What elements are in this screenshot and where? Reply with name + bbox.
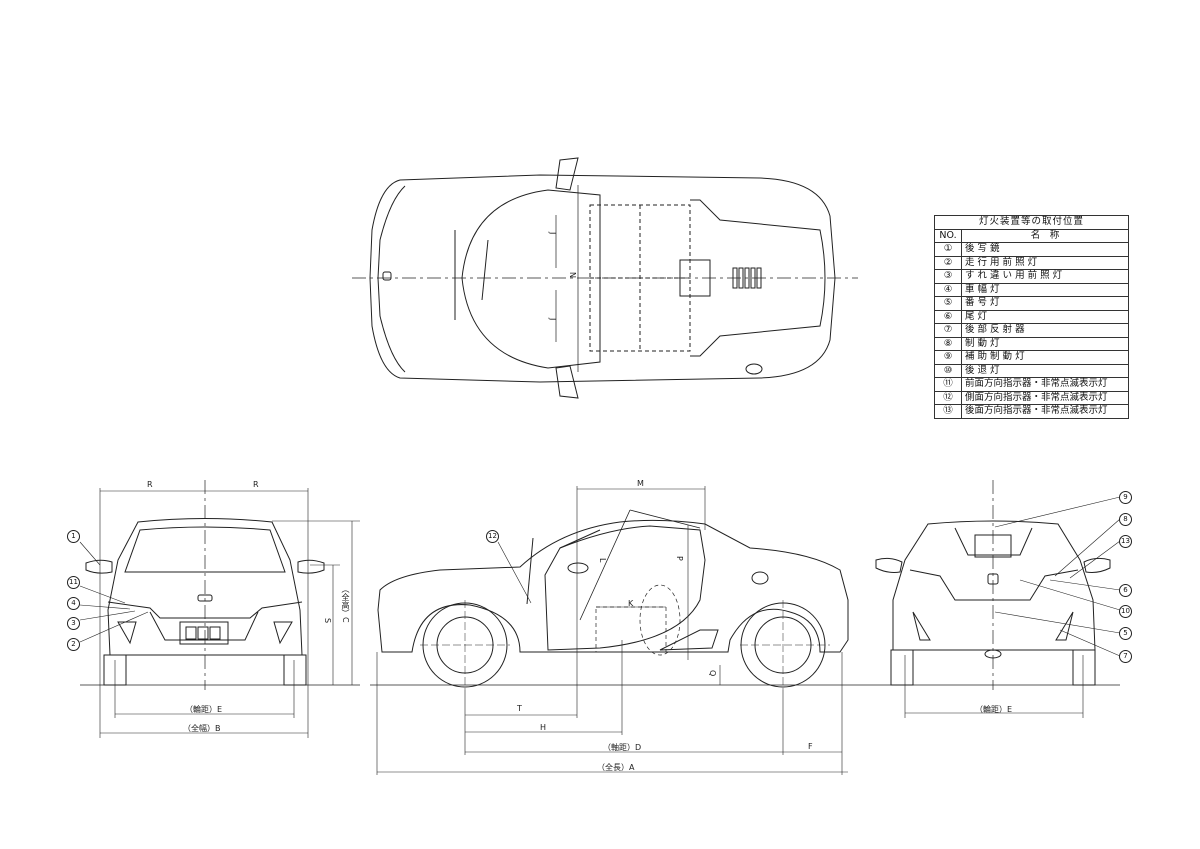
dim-label-overall-width: （全幅）B [183,724,221,733]
legend-row-name: す れ 違 い 用 前 照 灯 [961,269,1129,284]
dim-label-overall-length: （全長）A [597,763,635,772]
dim-label-r-left: R [147,480,153,489]
rear-view-dims [904,496,1121,718]
dim-label-r-right: R [253,480,259,489]
legend-row-no: ⑬ [934,404,962,419]
callout-3-low-beam: 3 [67,617,80,630]
legend-row-name: 尾 灯 [961,309,1129,324]
legend-row-no: ③ [934,269,962,284]
dim-label-q: Q [708,670,717,677]
dim-label-k: K [628,599,634,608]
callout-6-tail-lamp: 6 [1119,584,1132,597]
legend-row-name: 前面方向指示器・非常点滅表示灯 [961,377,1129,392]
legend-row-name: 走 行 用 前 照 灯 [961,255,1129,270]
legend-title: 灯火装置等の取付位置 [934,215,1129,230]
legend-row-no: ⑥ [934,309,962,324]
legend-row-no: ⑧ [934,336,962,351]
callout-4-clearance-lamp: 4 [67,597,80,610]
legend-row-no: ② [934,255,962,270]
dim-label-j-upper: J [548,232,557,235]
callout-8-stop-lamp: 8 [1119,513,1132,526]
front-view-car [80,480,360,690]
callout-9-high-mount-stop-lamp: 9 [1119,491,1132,504]
dim-label-n: N [568,272,577,278]
dim-label-wheelbase: （軸距）D [603,743,642,752]
dim-label-p: P [675,556,684,561]
callout-2-high-beam: 2 [67,638,80,651]
legend-row-name: 後面方向指示器・非常点滅表示灯 [961,404,1129,419]
legend-col-name: 名 称 [961,228,1129,243]
legend-row-name: 後 部 反 射 器 [961,323,1129,338]
callout-12-side-turn-signal: 12 [486,530,499,543]
callout-11-front-turn-signal: 11 [67,576,80,589]
top-view-car [352,157,858,399]
legend-row-name: 後 退 灯 [961,363,1129,378]
legend-row-no: ① [934,242,962,257]
dim-label-tread-front: （輪距）E [185,705,223,714]
dim-label-f: F [808,742,813,751]
legend-row-no: ⑪ [934,377,962,392]
dim-label-h: H [540,723,547,732]
legend-col-no: NO. [934,228,962,243]
legend-row-name: 側面方向指示器・非常点滅表示灯 [961,390,1129,405]
dim-label-j-lower: J [548,318,557,321]
legend-header-row: NO. 名 称 [934,228,1129,243]
callout-5-license-plate-lamp: 5 [1119,627,1132,640]
front-view-dims [79,488,360,738]
callout-7-rear-reflector: 7 [1119,650,1132,663]
engine-vents [732,267,762,289]
dim-label-overall-height: （全高）C [341,585,350,623]
dim-label-s: S [323,618,332,624]
legend-row-name: 補 助 制 動 灯 [961,350,1129,365]
dim-label-m: M [637,479,644,488]
legend-row-no: ⑨ [934,350,962,365]
legend-row-no: ⑫ [934,390,962,405]
legend-row-no: ⑦ [934,323,962,338]
legend-row-name: 車 幅 灯 [961,282,1129,297]
callout-13-rear-turn-signal: 13 [1119,535,1132,548]
dim-label-t: T [517,704,522,713]
callout-1-rear-mirror: 1 [67,530,80,543]
callout-10-reversing-lamp: 10 [1119,605,1132,618]
dim-label-tread-rear: （輪距）E [975,705,1013,714]
legend-title-row: 灯火装置等の取付位置 [934,215,1129,230]
legend-row-name: 番 号 灯 [961,296,1129,311]
side-view-car [370,509,860,690]
legend-row-name: 制 動 灯 [961,336,1129,351]
dim-label-l: L [598,558,607,563]
legend-row-no: ⑩ [934,363,962,378]
legend-row-no: ④ [934,282,962,297]
rear-view-car [860,480,1120,690]
legend-row-name: 後 写 鏡 [961,242,1129,257]
legend-row-no: ⑤ [934,296,962,311]
side-view-dims [376,486,848,775]
